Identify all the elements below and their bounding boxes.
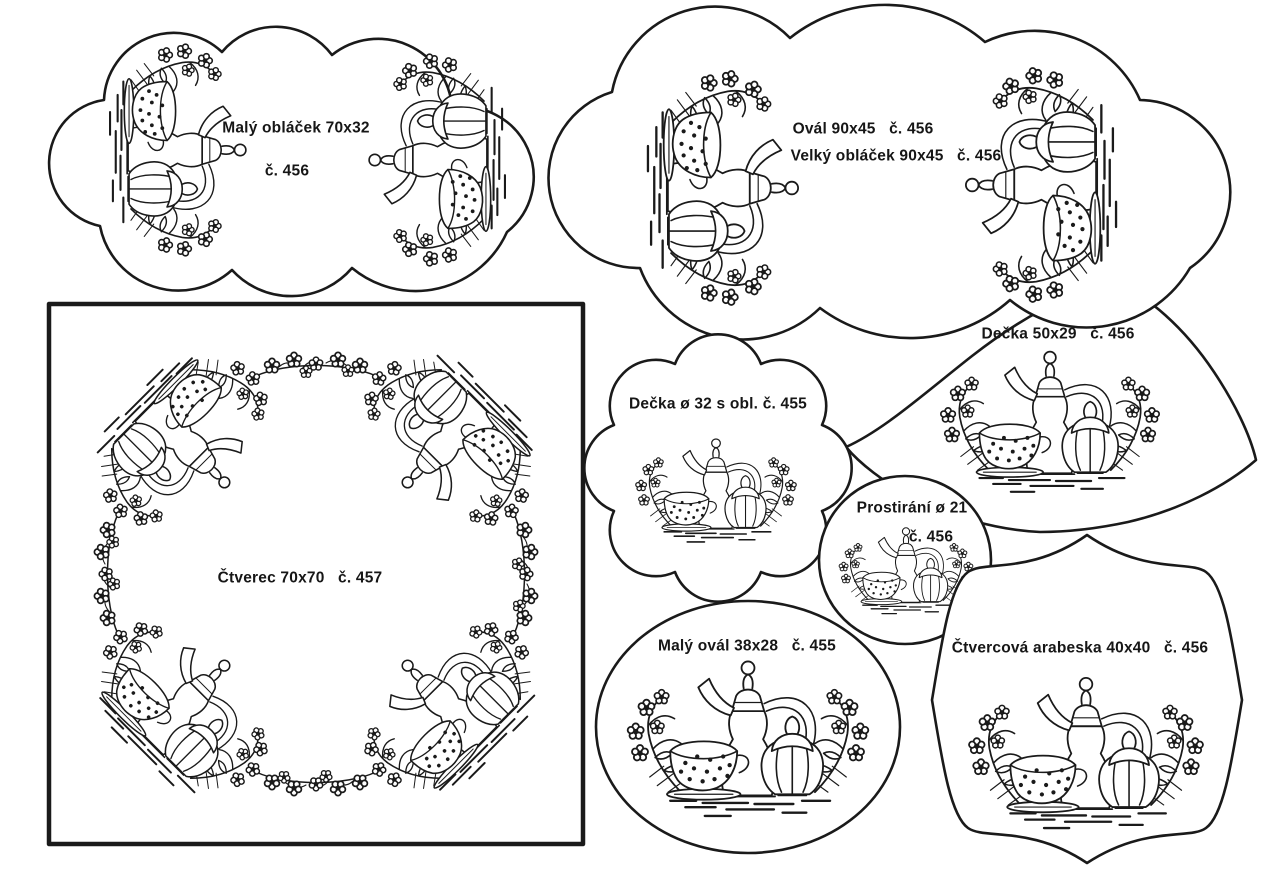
label-maly-oval: Malý ovál 38x28 č. 455	[657, 637, 837, 655]
label-decka-50x29: Dečka 50x29 č. 456	[981, 325, 1135, 343]
outline-ctverec	[46, 301, 586, 847]
label-ctverec: Čtverec 70x70 č. 457	[217, 569, 383, 587]
label-decka-32: Dečka ø 32 s obl. č. 455	[629, 395, 807, 413]
pattern-velky-oblacek	[547, 3, 1232, 341]
pattern-maly-oblacek	[47, 25, 535, 298]
pattern-ctverec	[46, 301, 586, 847]
label-velky-oblacek: Velký obláček 90x45 č. 456	[790, 147, 1002, 165]
label-prostirani-number: č. 456	[908, 528, 954, 546]
label-oval-90x45: Ovál 90x45 č. 456	[792, 120, 934, 138]
pattern-maly-oval	[594, 599, 902, 855]
label-ctvercova-arabeska: Čtvercová arabeska 40x40 č. 456	[951, 639, 1209, 657]
outline-ctvercova-arabeska	[930, 533, 1244, 865]
outline-velky-oblacek	[547, 3, 1232, 341]
pattern-ctvercova-arabeska	[930, 533, 1244, 865]
label-maly-oblacek-number: č. 456	[264, 162, 310, 180]
pattern-decka-32	[583, 333, 853, 603]
pattern-prostirani-21	[817, 474, 993, 646]
label-prostirani-name: Prostirání ø 21	[856, 499, 968, 517]
label-maly-oblacek-name: Malý obláček 70x32	[222, 119, 370, 137]
